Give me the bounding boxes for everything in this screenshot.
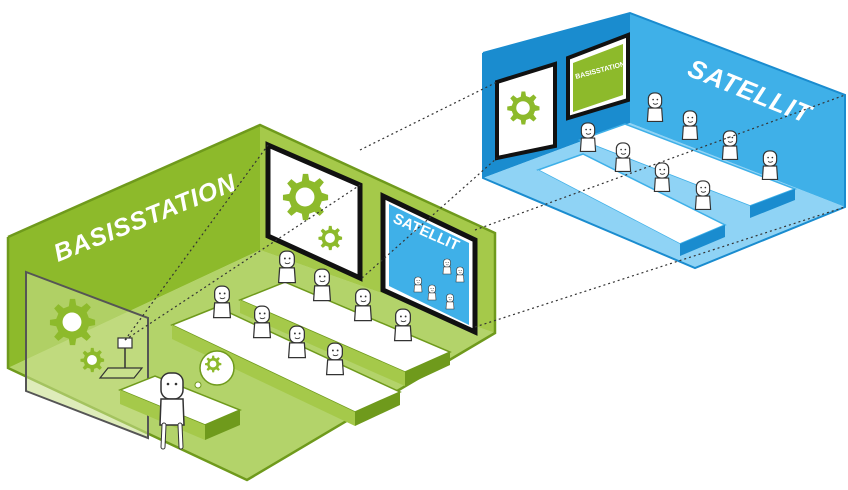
thought-bubble [194, 350, 235, 389]
satellite-screen-video: BASISSTATION [566, 32, 630, 121]
connection-lines [124, 81, 846, 341]
lecturer-person-icon [159, 372, 185, 450]
satellite-right-wall [630, 13, 845, 207]
base-screen-satellite: SATELLIT [380, 192, 478, 336]
projection-screen [25, 270, 149, 440]
base-station-room: BASISSTATION SATELLIT [6, 123, 497, 482]
camera-icon [98, 337, 144, 379]
satellite-room: BASISSTATION SATELLIT [482, 11, 846, 270]
base-screen-gear [265, 141, 363, 282]
satellite-screen-gear [495, 61, 557, 161]
